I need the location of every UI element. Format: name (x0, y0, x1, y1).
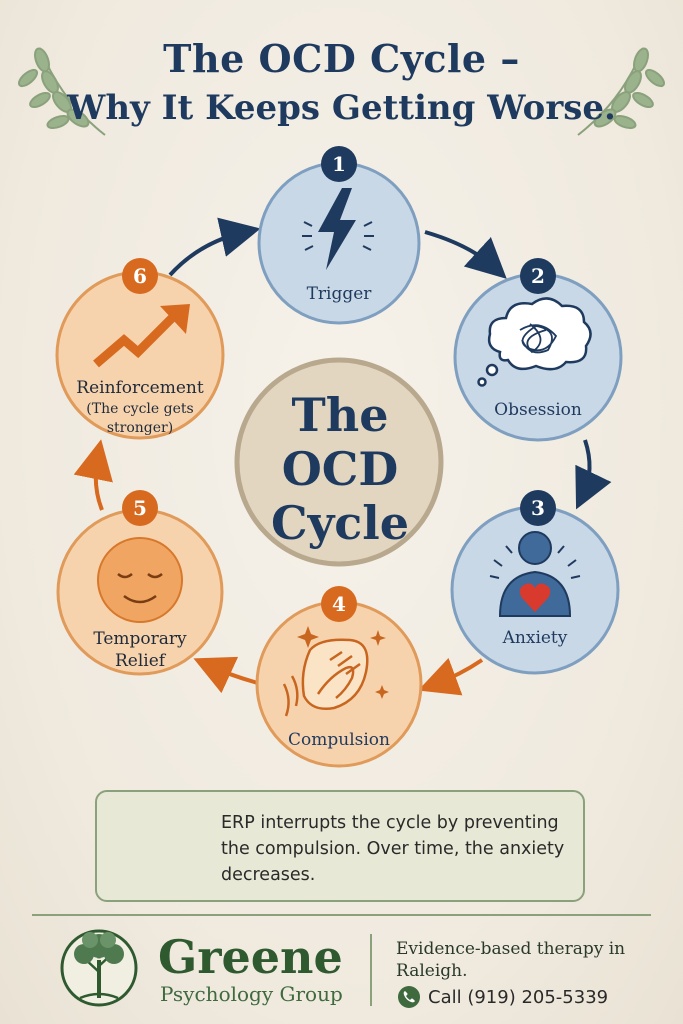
tree-icon (60, 929, 138, 1007)
arrow-2-to-3 (575, 439, 612, 510)
rising-arrow-icon (93, 304, 190, 368)
person-heart-icon (489, 531, 581, 617)
step-3-label: Anxiety (502, 628, 568, 648)
arrow-6-to-1 (168, 217, 261, 277)
phone-number: Call (919) 205-5339 (428, 986, 609, 1008)
step-6-label-group: Reinforcement (The cycle gets stronger) (68, 378, 212, 438)
laurel-right-icon (577, 47, 666, 136)
center-title-line-3: Cycle (270, 496, 410, 550)
footer-divider (32, 914, 651, 916)
brand-name: Greene (158, 930, 343, 984)
step-1-number: 1 (321, 146, 357, 182)
step-6-label: Reinforcement (76, 378, 204, 398)
step-6-sub-line-1: (The cycle gets (86, 401, 194, 417)
step-5-label-line-1: Temporary (93, 629, 187, 649)
phone-icon (398, 986, 420, 1008)
step-4-number: 4 (321, 586, 357, 622)
laurel-left-icon (17, 47, 106, 136)
center-title-line-2: OCD (281, 442, 399, 496)
calm-face-icon (97, 537, 183, 623)
step-2-number: 2 (520, 258, 556, 294)
center-title: The OCD Cycle (240, 388, 440, 550)
step-6-sub-line-2: stronger) (106, 420, 174, 436)
title-line-1: The OCD Cycle – (163, 36, 520, 81)
step-4-label: Compulsion (288, 730, 390, 750)
step-6-number: 6 (122, 258, 158, 294)
title-line-2: Why It Keeps Getting Worse. (67, 88, 616, 128)
thought-cloud-icon (477, 297, 592, 387)
step-5-label-line-2: Relief (114, 651, 166, 671)
footer-vertical-divider (370, 934, 372, 1006)
center-title-line-1: The (291, 388, 389, 442)
arrow-1-to-2 (424, 230, 507, 279)
lightning-icon (302, 188, 374, 270)
phone-contact[interactable]: Call (919) 205-5339 (398, 986, 608, 1008)
step-5-number: 5 (122, 490, 158, 526)
arrow-4-to-5 (193, 656, 259, 694)
arrow-5-to-6 (73, 439, 113, 511)
arrow-3-to-4 (417, 657, 484, 696)
step-5-label: Temporary Relief (80, 628, 200, 672)
step-3-number: 3 (520, 490, 556, 526)
center-circle (234, 357, 444, 567)
brand-subtitle: Psychology Group (160, 982, 343, 1006)
tagline: Evidence-based therapy in Raleigh. (396, 939, 626, 981)
hand-washing-icon (282, 626, 389, 717)
info-box: ERP interrupts the cycle by preventing t… (95, 790, 585, 902)
step-2-label: Obsession (494, 400, 582, 420)
info-text: ERP interrupts the cycle by preventing t… (221, 813, 565, 885)
step-1-label: Trigger (306, 284, 372, 304)
